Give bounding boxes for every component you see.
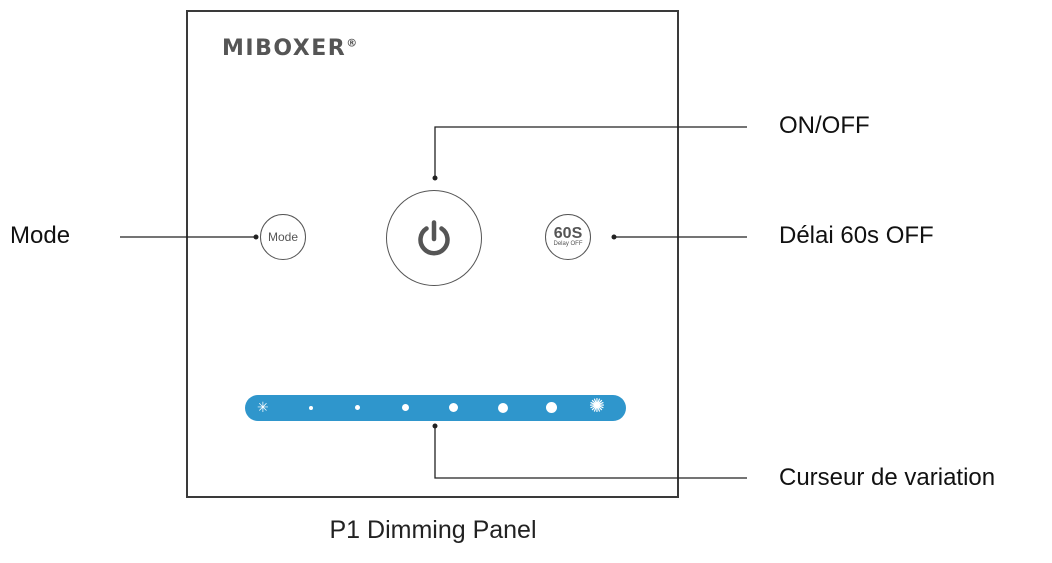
power-button[interactable] [386,190,482,286]
slider-dot [498,403,508,413]
sun-large-icon: ✺ [589,396,605,417]
callout-mode: Mode [10,222,71,249]
panel-caption: P1 Dimming Panel [329,516,537,544]
callout-power: ON/OFF [779,112,870,139]
delay-button-label: 60S [553,225,583,242]
slider-leader-line [434,426,747,479]
slider-dot [309,406,313,410]
delay-leader-dot [611,234,617,240]
mode-button-label: Mode [267,230,299,244]
slider-dot [449,403,458,412]
callout-delay: Délai 60s OFF [779,222,934,249]
sun-small-icon: ✳ [257,399,269,415]
brand-logo: MIBOXER® [222,36,357,61]
registered-mark: ® [346,36,358,50]
brand-name: MIBOXER [222,36,347,61]
dimming-slider[interactable]: ✳ ✺ [245,395,626,421]
power-icon [418,220,450,256]
slider-leader-dot [432,423,438,429]
slider-dot [402,404,409,411]
power-leader-line [434,126,747,177]
power-leader-dot [432,175,438,181]
mode-leader-dot [253,234,259,240]
mode-button[interactable]: Mode [260,214,306,260]
callout-slider: Curseur de variation [779,464,996,491]
slider-dot [355,405,360,410]
slider-dot [546,402,557,413]
delay-button-sublabel: Delay OFF [553,241,583,247]
delay-off-button[interactable]: 60S Delay OFF [545,214,591,260]
